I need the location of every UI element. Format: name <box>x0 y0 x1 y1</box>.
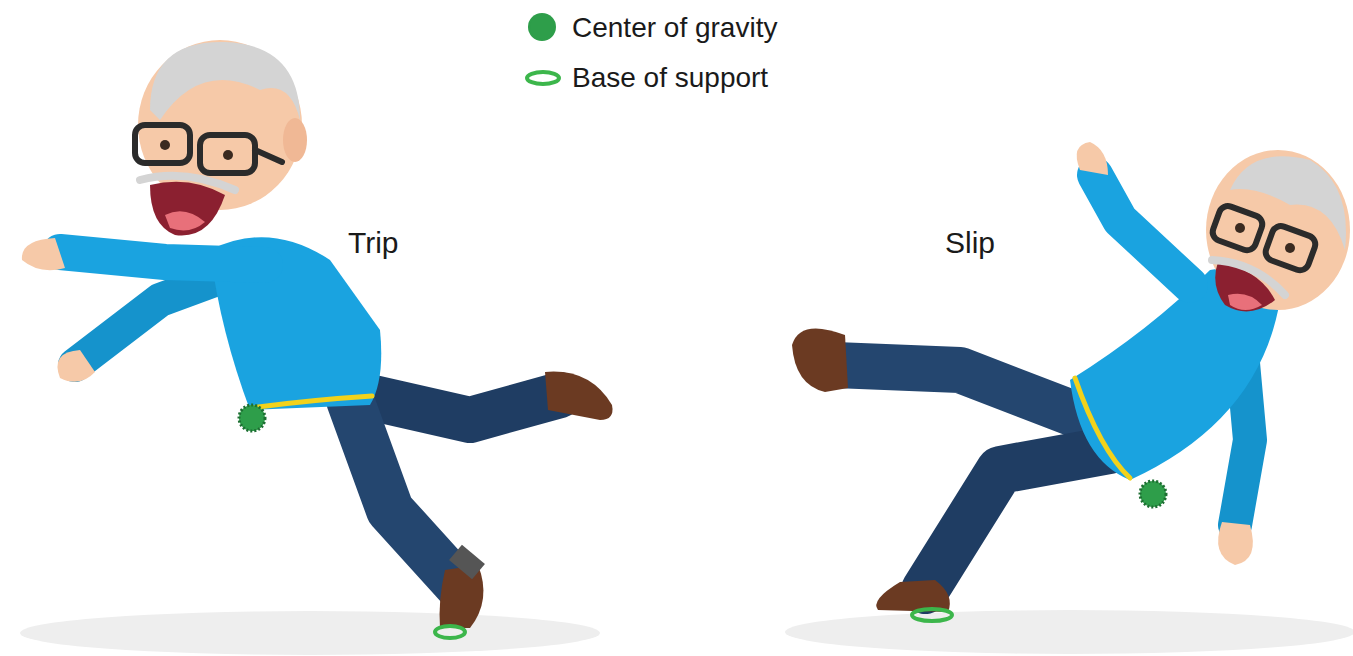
legend-swatch <box>530 15 554 39</box>
base-of-support-marker <box>912 609 952 621</box>
base-of-support-marker <box>435 626 465 638</box>
figure-label: Trip <box>348 228 399 258</box>
figure-label: Slip <box>945 228 995 258</box>
legend-text: Base of support <box>572 64 768 92</box>
slip-figure <box>792 142 1350 612</box>
center-of-gravity-marker <box>1140 481 1166 507</box>
trip-figure <box>22 40 613 628</box>
ground-shadow <box>20 611 600 655</box>
legend-shape-sample <box>527 72 559 84</box>
legend-text: Center of gravity <box>572 14 777 42</box>
center-of-gravity-marker <box>239 405 265 431</box>
ground-shadow <box>785 610 1353 654</box>
